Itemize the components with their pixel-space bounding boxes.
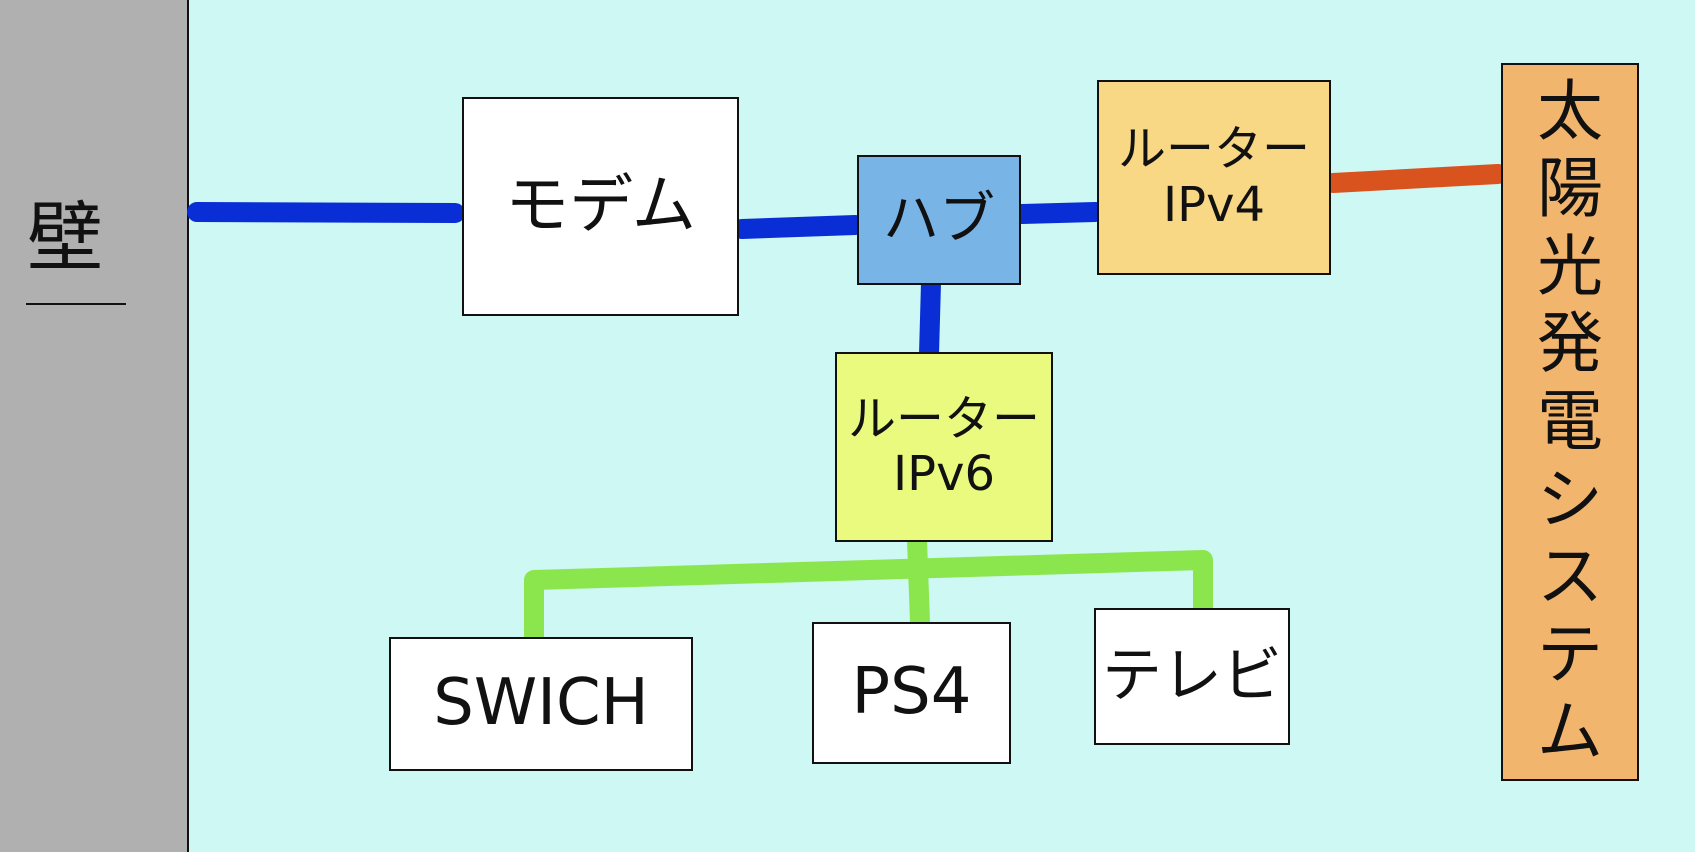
solar-label-char: 太 xyxy=(1537,72,1603,150)
solar-label-char: 電 xyxy=(1537,382,1603,460)
router-ipv4-box: ルーター IPv4 xyxy=(1097,80,1331,275)
solar-label-char: 陽 xyxy=(1537,150,1603,228)
solar-label-char: テ xyxy=(1537,615,1603,693)
edge-router-ipv6-bus xyxy=(524,550,1213,650)
hub-box: ハブ xyxy=(857,155,1021,285)
hub-label: ハブ xyxy=(883,186,995,252)
modem-box: モデム xyxy=(462,97,739,316)
edge-hub-router-ipv4 xyxy=(1012,202,1105,224)
solar-label-char: シ xyxy=(1537,460,1603,538)
router-ipv6-box: ルーター IPv6 xyxy=(835,352,1053,542)
solar-label-char: ム xyxy=(1537,693,1603,771)
edge-router-ipv6-ps4 xyxy=(907,530,930,632)
wall-label-underline xyxy=(26,303,126,305)
solar-label-char: ス xyxy=(1537,538,1603,616)
solar-label-char: 光 xyxy=(1537,227,1603,305)
tv-box: テレビ xyxy=(1094,608,1290,745)
edge-modem-hub xyxy=(732,215,865,239)
modem-label: モデム xyxy=(505,168,696,243)
solar-label-char: 発 xyxy=(1537,305,1603,383)
switch-box: SWICH xyxy=(389,637,693,771)
ps4-label: PS4 xyxy=(851,655,972,730)
tv-label: テレビ xyxy=(1102,641,1282,711)
edge-wall-modem xyxy=(187,202,465,223)
router-ipv6-label-line2: IPv6 xyxy=(892,446,996,502)
router-ipv4-label-line2: IPv4 xyxy=(1162,176,1266,233)
ps4-box: PS4 xyxy=(812,622,1011,764)
edge-hub-router-ipv6 xyxy=(919,273,941,364)
router-ipv6-label-line1: ルーター xyxy=(847,390,1040,447)
switch-label: SWICH xyxy=(433,666,649,741)
solar-power-system-box: 太 陽 光 発 電 シ ス テ ム xyxy=(1501,63,1639,781)
edge-router-ipv4-solar xyxy=(1323,164,1508,193)
wall-label: 壁 xyxy=(27,193,103,282)
wall: 壁 xyxy=(0,0,189,852)
router-ipv4-label-line1: ルーター xyxy=(1117,121,1310,178)
